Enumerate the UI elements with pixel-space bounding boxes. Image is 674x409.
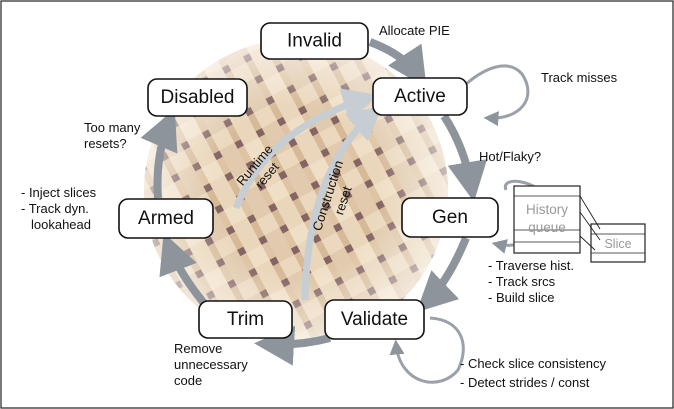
arrow-construction-reset [301,105,384,301]
note-validate: - Check slice consistency - Detect strid… [460,356,606,390]
state-trim-label: Trim [227,309,264,330]
arrow-gen-to-validate [416,236,470,313]
label-allocate-pie: Allocate PIE [379,23,450,38]
arrow-active-to-gen [440,113,488,202]
loop-track-misses [465,64,530,127]
state-gen-label: Gen [432,207,468,228]
history-queue-label: History [526,202,568,217]
note-armed-line-2: - Track dyn. [21,201,89,216]
label-too-many-resets-2: resets? [84,136,127,151]
state-armed-label: Armed [138,208,194,229]
reset-arrows [232,88,384,301]
note-gen-line-3: - Build slice [488,290,554,305]
note-validate-line-1: - Check slice consistency [460,356,606,371]
note-trim-line-2: unnecessary [174,357,248,372]
history-queue-structure: History queue Slice [513,185,646,263]
note-armed-line-3: lookahead [31,217,91,232]
label-hot-flaky: Hot/Flaky? [479,149,541,164]
state-invalid: Invalid [260,22,369,60]
arrow-armed-to-disabled [140,108,178,199]
state-trim: Trim [198,300,293,339]
note-trim-line-3: code [174,373,202,388]
state-gen: Gen [401,197,499,238]
state-active: Active [372,77,468,116]
history-queue-label-2: queue [528,220,566,235]
note-gen-line-2: - Track srcs [488,274,556,289]
arrow-invalid-to-active [368,38,427,89]
arrow-validate-to-trim [254,325,332,366]
state-disabled: Disabled [147,78,248,117]
loop-validate [389,316,465,384]
cycle-arrows [140,38,488,366]
note-armed-line-1: - Inject slices [21,185,97,200]
state-validate: Validate [324,299,425,340]
note-gen: - Traverse hist. - Track srcs - Build sl… [488,258,574,305]
note-validate-line-2: - Detect strides / const [460,375,590,390]
label-track-misses: Track misses [541,70,618,85]
state-armed: Armed [118,198,214,239]
state-invalid-label: Invalid [287,31,342,52]
note-gen-line-1: - Traverse hist. [488,258,574,273]
state-validate-label: Validate [341,309,408,330]
state-disabled-label: Disabled [161,87,235,108]
arrow-runtime-reset [232,88,379,210]
note-trim-line-1: Remove [174,341,222,356]
slice-label: Slice [604,237,631,251]
note-armed: - Inject slices - Track dyn. lookahead [21,185,97,232]
label-too-many-resets: Too many [84,120,141,135]
state-active-label: Active [394,86,446,107]
note-trim: Remove unnecessary code [174,341,248,388]
